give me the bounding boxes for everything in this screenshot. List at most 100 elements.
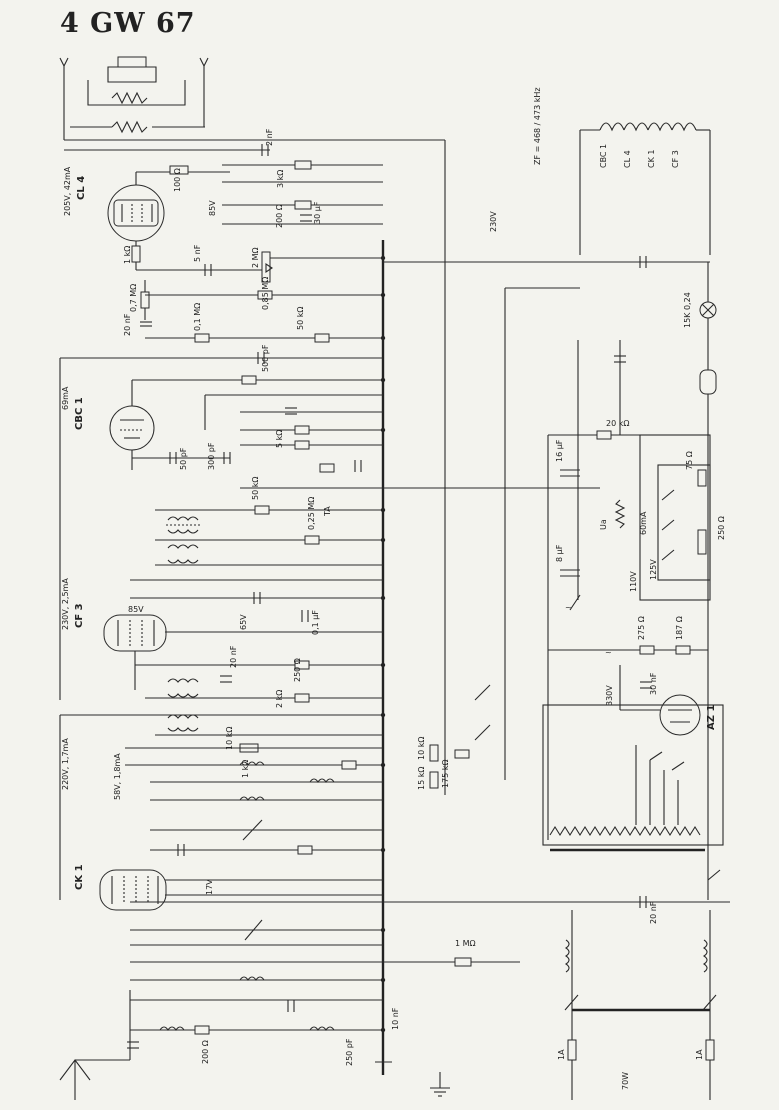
- r-100-label: 100 Ω: [173, 168, 182, 192]
- fuse-2: [705, 1039, 715, 1061]
- r-2k-label: 2 kΩ: [275, 690, 284, 708]
- mains-choke-1: [565, 939, 570, 973]
- ballast-resistor: [699, 369, 717, 395]
- r-50k-b: [294, 425, 310, 435]
- fuse-1: [567, 1039, 577, 1061]
- r-3k: [294, 160, 312, 170]
- r-025m-label: 0,25 MΩ: [307, 497, 316, 530]
- r-15k: [429, 771, 439, 789]
- if-frequency-note: ZF = 468 / 473 kHz: [533, 87, 542, 165]
- v-110-label: 110V: [629, 571, 638, 592]
- cap-1uf: [253, 592, 261, 604]
- tube-cbc1-label: CBC 1: [74, 397, 85, 430]
- cap-500pf: [257, 352, 265, 364]
- tube-ck1: [99, 869, 167, 911]
- c-500pf-label: 500 pF: [261, 344, 270, 372]
- r-1m-label: 1 MΩ: [455, 939, 476, 948]
- mains-transformer: [542, 704, 724, 852]
- cap-50pf-b: [177, 844, 185, 856]
- r-10k-b: [429, 744, 439, 762]
- c-16uf-label: 16 µF: [555, 439, 564, 462]
- v-65-label: 65V: [239, 614, 248, 630]
- r-3k-label: 3 kΩ: [276, 170, 285, 188]
- r-250: [294, 660, 310, 670]
- cap-20nf-a: [140, 321, 152, 327]
- r-250-sel: [697, 529, 707, 555]
- tilde-mark-1: ~: [565, 603, 572, 612]
- tube-cbc1-op: 69mA: [61, 386, 70, 410]
- r-1k: [131, 245, 141, 263]
- tube-cbc1: [109, 405, 155, 451]
- r-175k: [454, 749, 470, 759]
- lamp-label: 15K 0,24: [683, 292, 692, 328]
- r-01m-label: 0,1 MΩ: [193, 303, 202, 331]
- tube-cl4-op: 205V, 42mA: [63, 166, 72, 216]
- c-10nf-label: 10 nF: [391, 1007, 400, 1030]
- cap-20nf-mains: [639, 896, 647, 908]
- tube-cf3: [103, 614, 167, 652]
- r-20k: [596, 430, 612, 440]
- r-02m: [241, 375, 257, 385]
- ext-speaker-terminals: [59, 57, 209, 140]
- tube-ck1-op: 220V, 1,7mA: [61, 738, 70, 790]
- c-50pf-label: 50 pF: [179, 447, 188, 470]
- speaker: [70, 56, 205, 134]
- tube-ck1-label: CK 1: [74, 864, 85, 890]
- cap-10uf: [285, 407, 297, 415]
- v-85-cf3: 85V: [128, 605, 144, 614]
- if-transformer-4: [167, 714, 199, 732]
- r-5k: [294, 440, 310, 450]
- tube-az1-op: 330V: [605, 685, 614, 706]
- r-20k-label: 20 kΩ: [606, 419, 629, 428]
- cap-150pf: [287, 1000, 295, 1012]
- cap-30uf-a: [300, 214, 312, 222]
- r-75: [697, 469, 707, 487]
- if-transformer-2: [167, 544, 199, 564]
- r-15k-label: 15 kΩ: [417, 767, 426, 790]
- earth-symbol: [430, 1072, 450, 1097]
- cap-300pf-a: [223, 452, 231, 464]
- mains-choke-2: [703, 939, 708, 973]
- r-200b-label: 200 Ω: [201, 1040, 210, 1064]
- tube-az1: [659, 694, 701, 736]
- r-200-label: 200 Ω: [275, 204, 284, 228]
- cap-50pf-a: [169, 452, 177, 464]
- r-025m: [304, 535, 320, 545]
- v-17-label: 17V: [205, 879, 214, 895]
- r-1k-b-label: 1 kΩ: [241, 760, 250, 778]
- c-20nf-b-label: 20 nF: [229, 645, 238, 668]
- field-coil: [614, 499, 626, 529]
- v-125-label: 125V: [649, 559, 658, 580]
- model-title: 4 GW 67: [60, 8, 196, 39]
- r-1k-b: [341, 760, 357, 770]
- c-01uf-label: 0,1 µF: [311, 610, 320, 635]
- r-187: [675, 645, 691, 655]
- r-200b: [194, 1025, 210, 1035]
- fuse-1-label: 1A: [557, 1049, 566, 1060]
- voltage-selector-inner: [657, 464, 711, 581]
- v-85-cl4: 85V: [208, 200, 217, 216]
- r-250-label: 250 Ω: [293, 658, 302, 682]
- c-8uf-label: 8 µF: [555, 544, 564, 562]
- c-300pf-label: 300 pF: [207, 442, 216, 470]
- r-100: [169, 165, 189, 175]
- if-transformer-3: [167, 678, 199, 698]
- r-50k-a: [314, 333, 330, 343]
- cap-2nf: [261, 144, 269, 156]
- r-10k-b-label: 10 kΩ: [417, 737, 426, 760]
- c-250pf-label: 250 pF: [345, 1038, 354, 1066]
- heater-cf3-label: CF 3: [671, 150, 680, 168]
- r-2k: [294, 693, 310, 703]
- v-230-label: 230V: [489, 211, 498, 232]
- heater-chain: [579, 122, 711, 255]
- tilde-mark-2: ~: [605, 648, 612, 657]
- c-2nf-label: 2 nF: [265, 128, 274, 146]
- tube-az1-label: AZ 1: [706, 705, 717, 730]
- cap-16uf: [560, 469, 580, 477]
- r-275: [639, 645, 655, 655]
- r-275-label: 275 Ω: [637, 616, 646, 640]
- cap-30nf-a: [354, 460, 362, 472]
- heater-ck1-label: CK 1: [647, 150, 656, 168]
- r-50k-d: [297, 845, 313, 855]
